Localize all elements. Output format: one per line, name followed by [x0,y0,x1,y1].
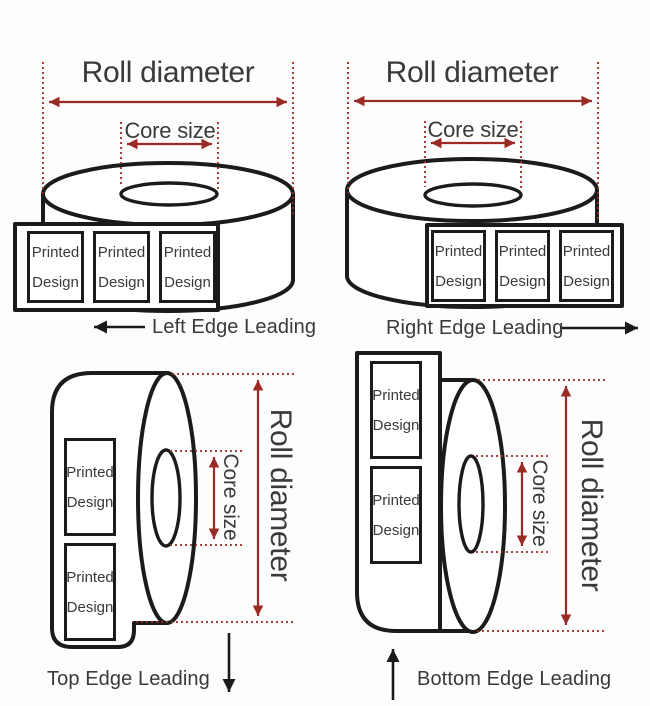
label-line1: Printed [372,491,420,509]
core-hole [457,454,485,554]
label-line1: Printed [31,243,80,261]
label-line1: Printed [97,243,146,261]
roll-diameter-label: Roll diameter [575,418,608,592]
label-line1: Printed [66,568,114,586]
core-size-label: Core size [427,117,519,142]
printed-design-label-box: Printed Design [64,438,116,536]
label-line1: Printed [498,242,547,260]
label-line2: Design [435,272,482,290]
bottom-edge-leading-caption: Bottom Edge Leading [417,668,612,690]
roll-diameter-label: Roll diameter [81,56,255,89]
label-line1: Printed [434,242,483,260]
printed-design-label-box: Printed Design [159,231,216,303]
label-line2: Design [372,416,420,434]
core-hole [150,448,182,548]
label-line2: Design [563,272,610,290]
label-line2: Design [66,598,114,616]
printed-design-label-box: Printed Design [431,230,486,302]
printed-design-label-box: Printed Design [559,230,614,302]
core-hole [119,181,219,207]
core-hole [423,182,523,208]
roll-diameter-label: Roll diameter [264,408,297,582]
top-edge-leading-caption: Top Edge Leading [47,668,210,690]
printed-design-label-box: Printed Design [370,466,422,564]
core-size-label: Core size [528,459,551,547]
core-size-label: Core size [219,453,242,541]
printed-design-label-box: Printed Design [27,231,84,303]
core-size-label: Core size [124,118,216,143]
label-line1: Printed [66,463,114,481]
left-edge-leading-caption: Left Edge Leading [152,316,317,338]
label-line2: Design [66,493,114,511]
printed-design-label-box: Printed Design [64,543,116,641]
label-line2: Design [499,272,546,290]
printed-design-label-box: Printed Design [93,231,150,303]
label-line1: Printed [372,386,420,404]
label-line1: Printed [562,242,611,260]
label-line2: Design [164,273,211,291]
printed-design-label-box: Printed Design [370,361,422,459]
label-line1: Printed [163,243,212,261]
label-line2: Design [32,273,79,291]
right-edge-leading-caption: Right Edge Leading [386,317,564,339]
roll-diameter-label: Roll diameter [385,56,559,89]
label-line2: Design [98,273,145,291]
printed-design-label-box: Printed Design [495,230,550,302]
label-line2: Design [372,521,420,539]
